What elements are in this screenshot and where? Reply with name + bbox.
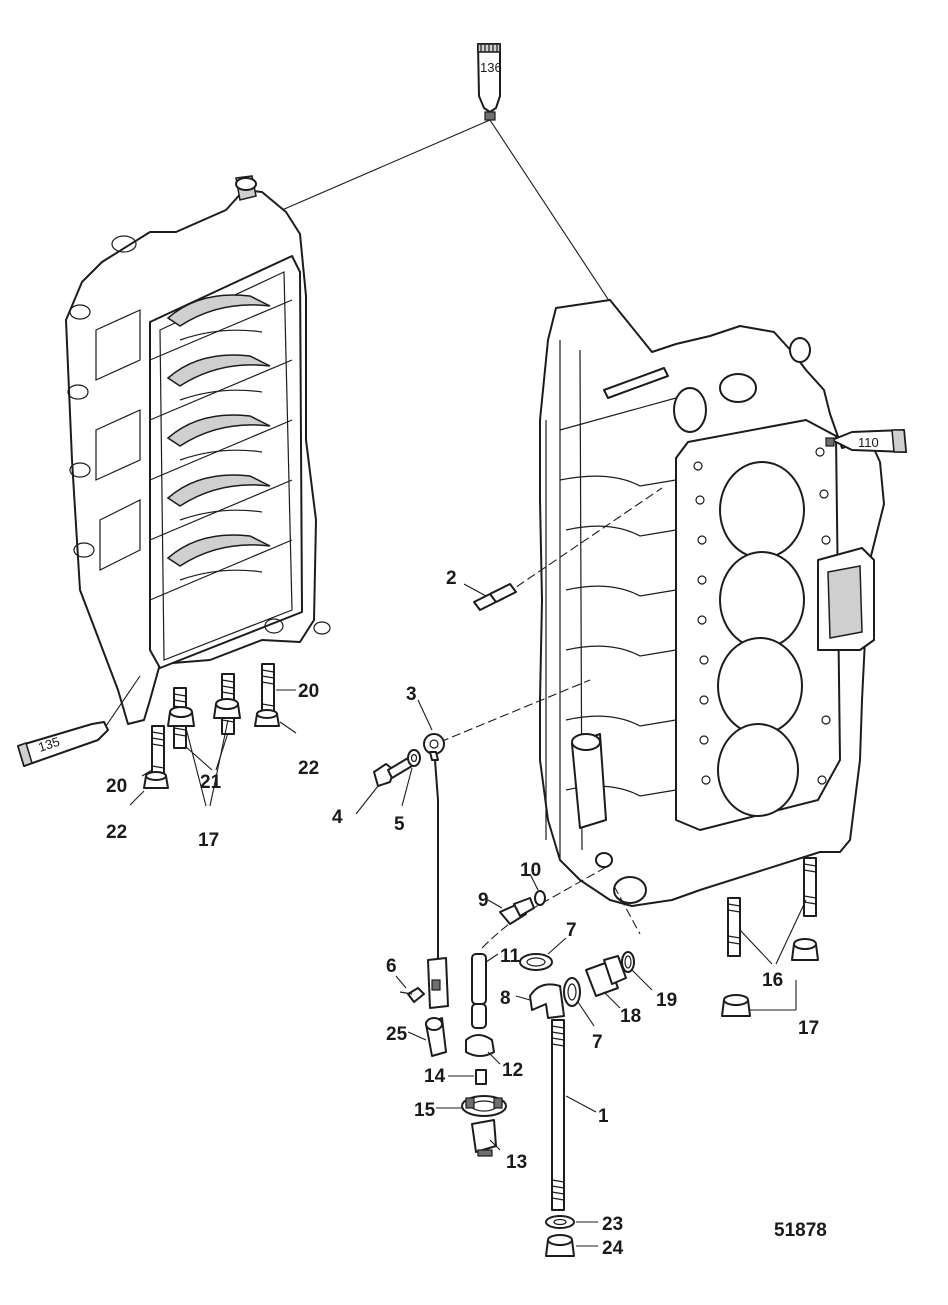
- leader-7b: [577, 1001, 595, 1027]
- callout-8: 8: [500, 988, 511, 1009]
- leader-7a: [547, 937, 567, 955]
- sealant-number-110: 110: [858, 435, 879, 450]
- screw-4: [373, 757, 413, 787]
- sealant-tube-110: 110: [825, 429, 907, 453]
- nut-22-right: [254, 709, 280, 727]
- clamp-7b: [563, 977, 581, 1007]
- callout-15: 15: [414, 1100, 436, 1121]
- callout-3: 3: [406, 684, 417, 705]
- screw-6: [399, 987, 425, 1003]
- callout-4: 4: [332, 807, 343, 828]
- leader-135: [105, 675, 141, 727]
- hose-11: [471, 953, 487, 1029]
- sealant-number-136: 136: [480, 60, 502, 75]
- callout-24: 24: [602, 1238, 624, 1259]
- stud-16-a: [727, 897, 741, 957]
- leader-1: [565, 1095, 597, 1113]
- figure-id: 51878: [774, 1220, 827, 1241]
- callout-22-left: 22: [106, 822, 127, 843]
- leader-10: [529, 873, 539, 891]
- leader-25: [407, 1031, 427, 1041]
- callout-19: 19: [656, 990, 677, 1011]
- leader-19: [631, 969, 653, 991]
- washer-5: [407, 749, 421, 767]
- callout-14: 14: [424, 1066, 446, 1087]
- leader-4: [355, 785, 379, 815]
- leader-3: [417, 699, 433, 731]
- crankcase: 110: [539, 299, 907, 907]
- callout-5: 5: [394, 814, 405, 835]
- leader-8: [515, 995, 531, 1001]
- flange-nut-17-b: [213, 698, 241, 719]
- leaders-right-studs: [739, 899, 807, 1011]
- fitting-18: [585, 955, 627, 997]
- leader-5: [401, 767, 413, 807]
- dowel-pin-2: [473, 583, 517, 611]
- callout-11: 11: [500, 946, 521, 967]
- cylinder-block: [65, 175, 331, 725]
- flange-nut-17-a: [167, 706, 195, 727]
- o-ring-19: [621, 951, 635, 973]
- callout-22-right: 22: [298, 758, 319, 779]
- bearing-saddles: [166, 294, 271, 581]
- cylinder-bores: [717, 461, 805, 817]
- valve-13: [471, 1119, 497, 1157]
- leaders-left-studs: [129, 689, 297, 807]
- sealant-tube-136: 136: [477, 43, 502, 121]
- callout-16: 16: [762, 970, 783, 991]
- stud-1: [551, 1019, 565, 1211]
- sealant-number-135: 135: [36, 734, 61, 755]
- callout-6: 6: [386, 956, 397, 977]
- sensor-3: [423, 733, 445, 761]
- nut-22-left: [143, 771, 169, 789]
- fitting-14: [475, 1069, 487, 1085]
- dowel-dash-line: [505, 487, 663, 595]
- callout-21: 21: [200, 772, 222, 793]
- callout-1: 1: [598, 1106, 609, 1127]
- callout-25: 25: [386, 1024, 408, 1045]
- clip-25: [425, 1017, 447, 1057]
- washer-23: [545, 1215, 575, 1229]
- fitting-dash-line-c: [613, 885, 641, 935]
- leader-6: [395, 975, 407, 989]
- callout-labels: 2 3 4 5 6 25 14 15 13 12 11 9 10 7 8 7 1…: [106, 568, 827, 1259]
- wire-connector: [427, 957, 449, 1009]
- elbow-8: [529, 983, 565, 1019]
- leader-2: [463, 583, 487, 597]
- sensor-dash-line: [439, 679, 591, 743]
- clamp-15: [461, 1095, 507, 1117]
- callout-9: 9: [478, 890, 489, 911]
- clamp-12: [465, 1034, 495, 1057]
- callout-20-right: 20: [298, 681, 319, 702]
- sensor-wire: [434, 759, 439, 960]
- callout-20-left: 20: [106, 776, 127, 797]
- o-ring-10: [534, 890, 546, 906]
- flange-nut-17-right-b: [721, 994, 751, 1017]
- callout-7a: 7: [566, 920, 577, 941]
- leader-136-block: [281, 119, 491, 211]
- leader-13: [489, 1139, 501, 1151]
- callout-17-right: 17: [798, 1018, 819, 1039]
- leader-18: [603, 991, 621, 1009]
- callout-18: 18: [620, 1006, 641, 1027]
- leader-9: [487, 899, 503, 909]
- callout-2: 2: [446, 568, 457, 589]
- nut-24: [545, 1234, 575, 1257]
- sealant-tube-135: 135: [17, 721, 109, 767]
- callout-13: 13: [506, 1152, 527, 1173]
- leader-12: [487, 1051, 501, 1065]
- callout-23: 23: [602, 1214, 623, 1235]
- callout-17-left: 17: [198, 830, 219, 851]
- fitting-9: [499, 897, 535, 925]
- clamp-7a: [519, 953, 553, 971]
- leader-11: [485, 953, 499, 963]
- callout-10: 10: [520, 860, 541, 881]
- callout-7b: 7: [592, 1032, 603, 1053]
- callout-12: 12: [502, 1060, 523, 1081]
- stud-20-right: [261, 663, 275, 725]
- flange-nut-17-right-a: [791, 938, 819, 961]
- stud-16-b: [803, 857, 817, 917]
